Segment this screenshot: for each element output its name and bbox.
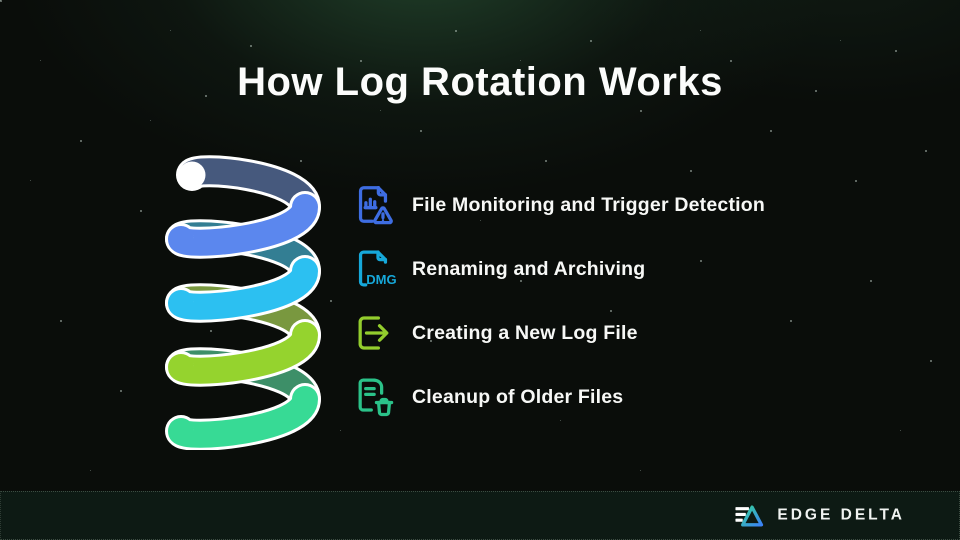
log-file-alert-icon	[358, 186, 393, 225]
logo-bars	[735, 506, 750, 522]
edge-delta-logo: EDGE DELTA	[734, 502, 905, 529]
file-cleanup-trash-icon	[358, 378, 394, 417]
dmg-file-type-label: DMG	[366, 272, 396, 287]
spiral-turn-1-front	[168, 194, 318, 256]
star-field-decoration-small	[0, 0, 1, 1]
spiral-start-ball	[178, 161, 206, 189]
spiral-turn-2-front	[168, 258, 318, 320]
step-item-renaming-archiving: DMG Renaming and Archiving	[350, 246, 765, 292]
brand-name: EDGE DELTA	[777, 506, 905, 524]
log-rotation-spiral-graphic	[165, 155, 321, 450]
step-item-cleanup: Cleanup of Older Files	[350, 374, 765, 420]
footer-band: EDGE DELTA	[0, 491, 960, 540]
step-item-new-log-file: Creating a New Log File	[350, 310, 765, 356]
step-label: Renaming and Archiving	[412, 257, 646, 280]
delta-triangle	[741, 505, 764, 526]
spiral-turn-4-front	[168, 386, 318, 448]
steps-list: File Monitoring and Trigger Detection DM…	[350, 182, 765, 420]
spiral-turn-3-front	[168, 322, 318, 384]
step-label: Creating a New Log File	[412, 321, 638, 344]
step-label: Cleanup of Older Files	[412, 385, 624, 408]
dmg-file-icon: DMG	[358, 250, 396, 287]
new-file-export-icon	[358, 316, 389, 350]
edge-delta-logo-mark	[735, 505, 764, 526]
step-label: File Monitoring and Trigger Detection	[412, 193, 765, 216]
step-item-file-monitoring: File Monitoring and Trigger Detection	[350, 182, 765, 228]
star-field-decoration	[0, 0, 2, 2]
page-title: How Log Rotation Works	[237, 60, 723, 104]
